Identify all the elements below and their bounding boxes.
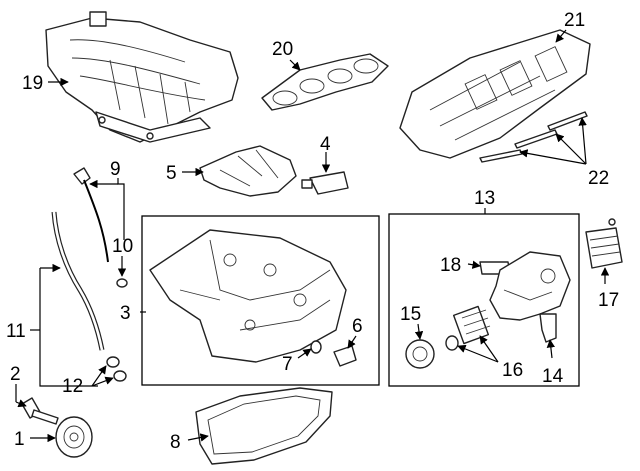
drain-plug-washer (310, 340, 322, 354)
oil-filter-group-box (388, 213, 580, 387)
drain-plug (333, 345, 357, 367)
upper-oil-pan (149, 229, 347, 363)
callout-8: 8 (170, 432, 181, 453)
dipstick-tube (51, 211, 105, 351)
callout-20: 20 (272, 39, 293, 60)
filter-o-ring (445, 335, 459, 351)
oil-cooler (585, 218, 623, 269)
callout-16: 16 (502, 360, 523, 381)
manifold-gasket (261, 53, 389, 111)
o-rings-12 (106, 356, 127, 382)
callout-13: 13 (474, 188, 495, 209)
callout-12: 12 (62, 376, 83, 397)
baffle-cover (199, 145, 297, 197)
callout-10: 10 (112, 236, 133, 257)
callout-15: 15 (400, 304, 421, 325)
callout-9: 9 (110, 159, 121, 180)
o-ring-10 (116, 278, 128, 288)
callout-14: 14 (542, 366, 564, 387)
sealant-tube (301, 171, 349, 195)
leader-lines (15, 29, 610, 443)
crankshaft-pulley (55, 416, 93, 458)
callout-5: 5 (166, 163, 177, 184)
callout-4: 4 (320, 134, 331, 155)
filter-cap (405, 339, 435, 369)
filter-element (452, 305, 491, 345)
callout-18: 18 (440, 255, 461, 276)
callout-7: 7 (282, 354, 293, 375)
pulley-bolt (21, 397, 59, 425)
callout-21: 21 (564, 10, 585, 31)
oil-pan-group-box (141, 215, 380, 386)
callout-19: 19 (22, 73, 43, 94)
callout-1: 1 (14, 429, 25, 450)
lower-intake-manifold (399, 29, 591, 159)
lower-oil-pan (195, 387, 333, 465)
callout-3: 3 (120, 303, 131, 324)
filter-bracket (539, 313, 557, 343)
callout-17: 17 (598, 290, 619, 311)
upper-intake-manifold (45, 11, 239, 143)
oil-dipstick (73, 167, 109, 263)
callout-22: 22 (588, 168, 609, 189)
manifold-gasket-strips (479, 111, 588, 163)
callout-11: 11 (6, 321, 26, 342)
callout-6: 6 (352, 316, 363, 337)
callout-2: 2 (10, 364, 21, 385)
